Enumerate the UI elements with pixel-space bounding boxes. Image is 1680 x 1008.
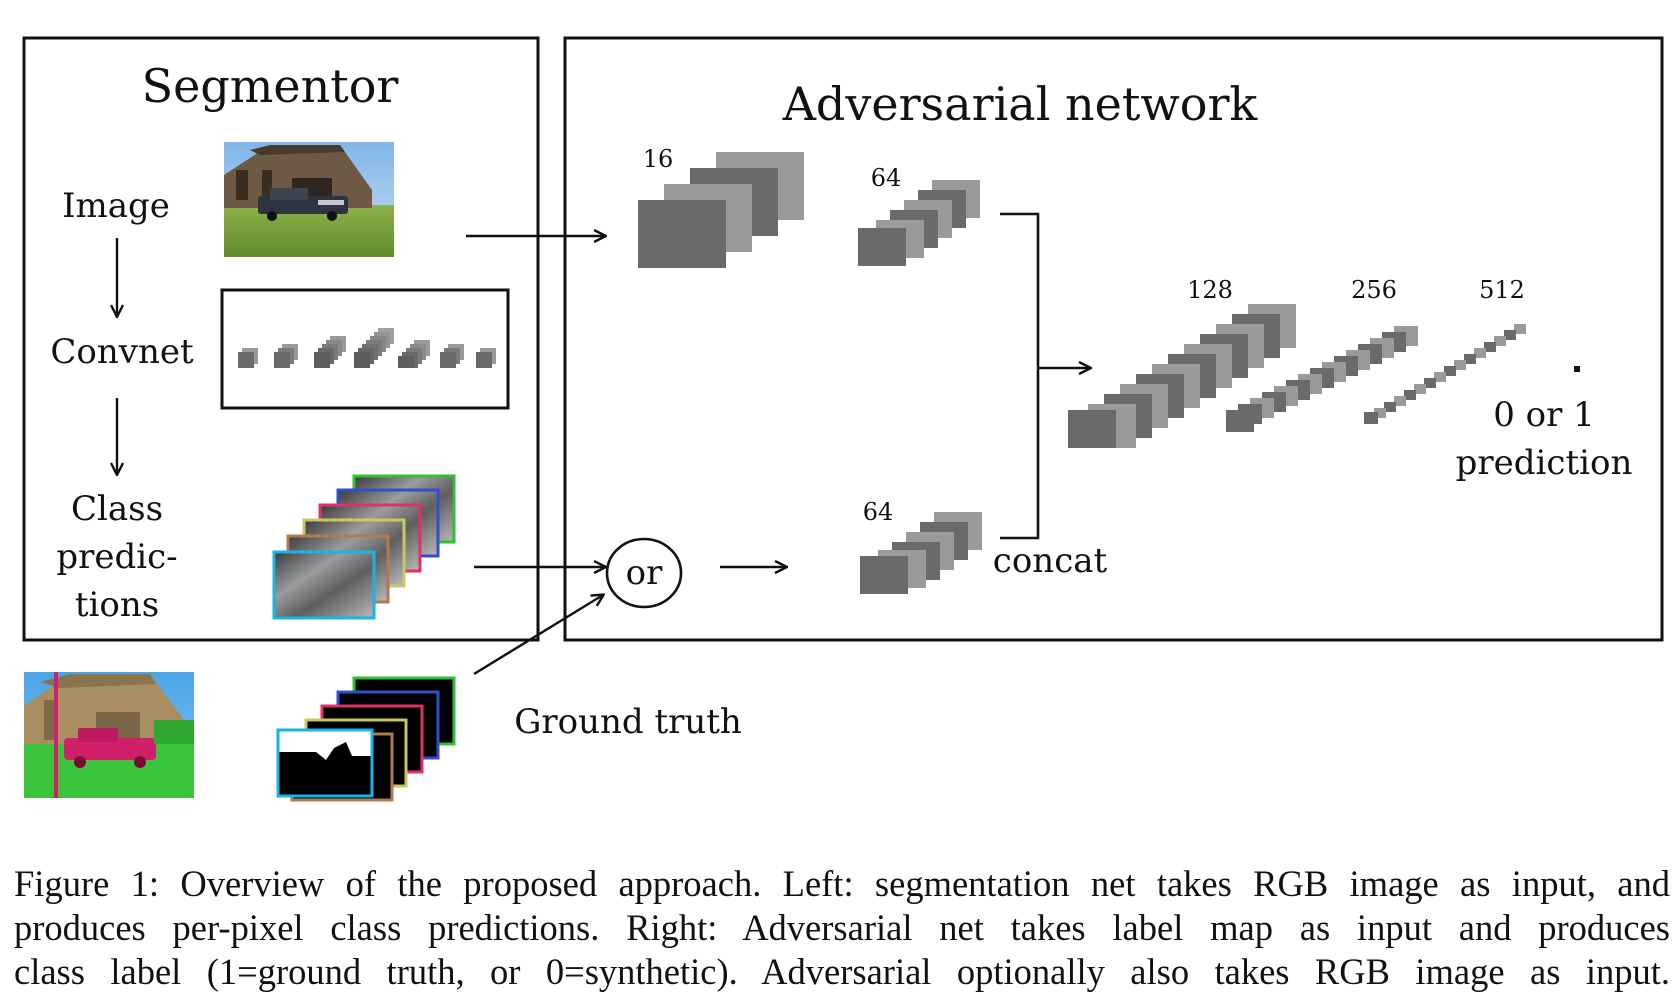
adversarial-network-box bbox=[563, 36, 1664, 642]
convnet-layer-2 bbox=[274, 344, 298, 368]
bottom-branch-64-label: 64 bbox=[863, 498, 894, 526]
convnet-layer-4 bbox=[354, 328, 394, 368]
trunk-512-label: 512 bbox=[1479, 276, 1525, 304]
ground-truth-label-maps bbox=[276, 676, 456, 802]
image-label: Image bbox=[62, 186, 170, 226]
top-branch-16-blocks bbox=[638, 152, 804, 268]
ground-truth-label: Ground truth bbox=[514, 702, 742, 742]
class-label-line-3: tions bbox=[75, 585, 159, 625]
top-branch-16-label: 16 bbox=[643, 145, 674, 173]
concat-bracket bbox=[1000, 212, 1040, 540]
or-node bbox=[605, 537, 683, 609]
concat-label: concat bbox=[993, 541, 1108, 581]
bottom-branch-64-blocks bbox=[860, 512, 982, 594]
class-predictions-label: Class predic- tions bbox=[56, 489, 177, 625]
input-rgb-photo bbox=[224, 142, 394, 257]
output-label-line-2: prediction bbox=[1456, 443, 1633, 483]
or-label: or bbox=[626, 553, 663, 593]
convnet-layer-1 bbox=[238, 348, 258, 368]
segmentor-box bbox=[22, 36, 540, 642]
convnet-label: Convnet bbox=[50, 332, 194, 372]
trunk-256-label: 256 bbox=[1351, 276, 1397, 304]
ground-truth-to-or-arrow bbox=[473, 595, 603, 676]
convnet-layers bbox=[238, 328, 496, 368]
caption-line-2: produces per-pixel class predictions. Ri… bbox=[14, 907, 1670, 948]
convnet-box bbox=[220, 288, 510, 410]
convnet-layer-7 bbox=[476, 348, 496, 368]
output-unit bbox=[1574, 366, 1580, 372]
segmentor-title: Segmentor bbox=[142, 59, 399, 113]
trunk-128-label: 128 bbox=[1187, 276, 1233, 304]
figure-caption: Figure 1: Overview of the proposed appro… bbox=[14, 862, 1670, 994]
class-prediction-maps bbox=[272, 474, 456, 620]
caption-line-1: Figure 1: Overview of the proposed appro… bbox=[14, 863, 1670, 904]
top-branch-64-blocks bbox=[858, 180, 980, 266]
top-branch-64-label: 64 bbox=[871, 164, 902, 192]
trunk-128-blocks bbox=[1068, 304, 1296, 448]
approach-overview-diagram: Segmentor Image Convnet Class predic- ti… bbox=[22, 36, 1664, 802]
convnet-layer-3 bbox=[314, 336, 346, 368]
convnet-layer-6 bbox=[440, 344, 464, 368]
ground-truth-overlay-photo bbox=[24, 672, 194, 798]
output-label-line-1: 0 or 1 bbox=[1493, 395, 1595, 435]
class-label-line-2: predic- bbox=[56, 537, 177, 577]
trunk-256-blocks bbox=[1226, 326, 1418, 432]
caption-line-3: class label (1=ground truth, or 0=synthe… bbox=[14, 951, 1670, 992]
class-label-line-1: Class bbox=[71, 489, 163, 529]
trunk-512-blocks bbox=[1364, 324, 1526, 424]
adversarial-title: Adversarial network bbox=[782, 77, 1259, 131]
convnet-layer-5 bbox=[398, 340, 430, 368]
